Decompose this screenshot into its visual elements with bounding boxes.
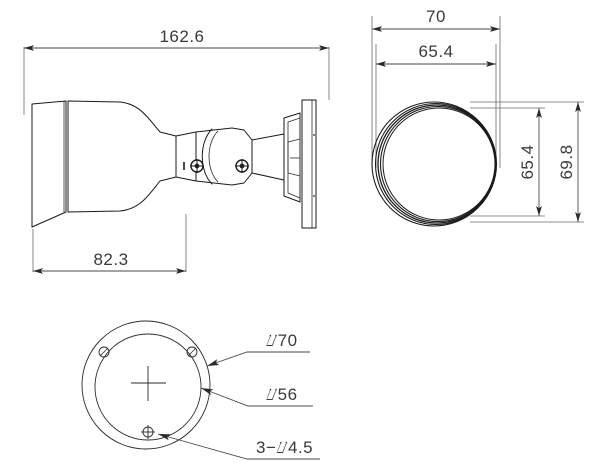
camera-body-outline: [67, 100, 177, 213]
knuckle-pivot-arc: [201, 128, 213, 185]
dim-label-front-outer-height: 69.8: [557, 144, 576, 179]
callout-label-mounting-holes: 3−⌰4.5: [256, 438, 313, 457]
wall-flange-plate: [301, 99, 317, 229]
base-inner-circle: [94, 333, 202, 441]
leader-line-inner-diameter: [200, 387, 313, 407]
dim-label-overall-length: 162.6: [159, 27, 204, 46]
leader-line-outer-diameter: [206, 351, 310, 367]
bottom-view-group: [81, 320, 320, 460]
mounting-hole-bottom: [141, 425, 155, 439]
wall-mount-block: [283, 112, 301, 203]
dim-label-body-length: 82.3: [93, 250, 128, 269]
dim-label-front-inner-height: 65.4: [518, 144, 537, 179]
wall-mount-slot: [287, 138, 301, 177]
flange-hole-mark-bottom: [313, 195, 315, 197]
front-ring-inner: [382, 107, 496, 221]
callout-label-outer-diameter: ⌰70: [266, 331, 298, 350]
lens-hood-outline: [31, 100, 67, 228]
side-view-group: [23, 45, 330, 274]
bracket-screw-right: [235, 159, 249, 173]
base-outer-circle: [81, 320, 211, 450]
flange-hole-mark-top: [313, 134, 315, 136]
front-view-group: [371, 16, 584, 227]
callout-label-inner-diameter: ⌰56: [266, 385, 298, 404]
leader-line-mounting-holes: [157, 433, 320, 460]
camera-neck: [175, 131, 197, 182]
dim-label-front-inner-width: 65.4: [418, 42, 453, 61]
dim-label-front-outer-width: 70: [426, 7, 446, 26]
mounting-hole-left: [98, 346, 110, 358]
bracket-knuckle-outline: [195, 127, 253, 186]
mounting-hole-right: [186, 346, 198, 358]
bracket-screw-left: [190, 159, 204, 173]
bracket-arm: [251, 133, 285, 181]
knuckle-pivot-arc-inner: [208, 130, 219, 183]
